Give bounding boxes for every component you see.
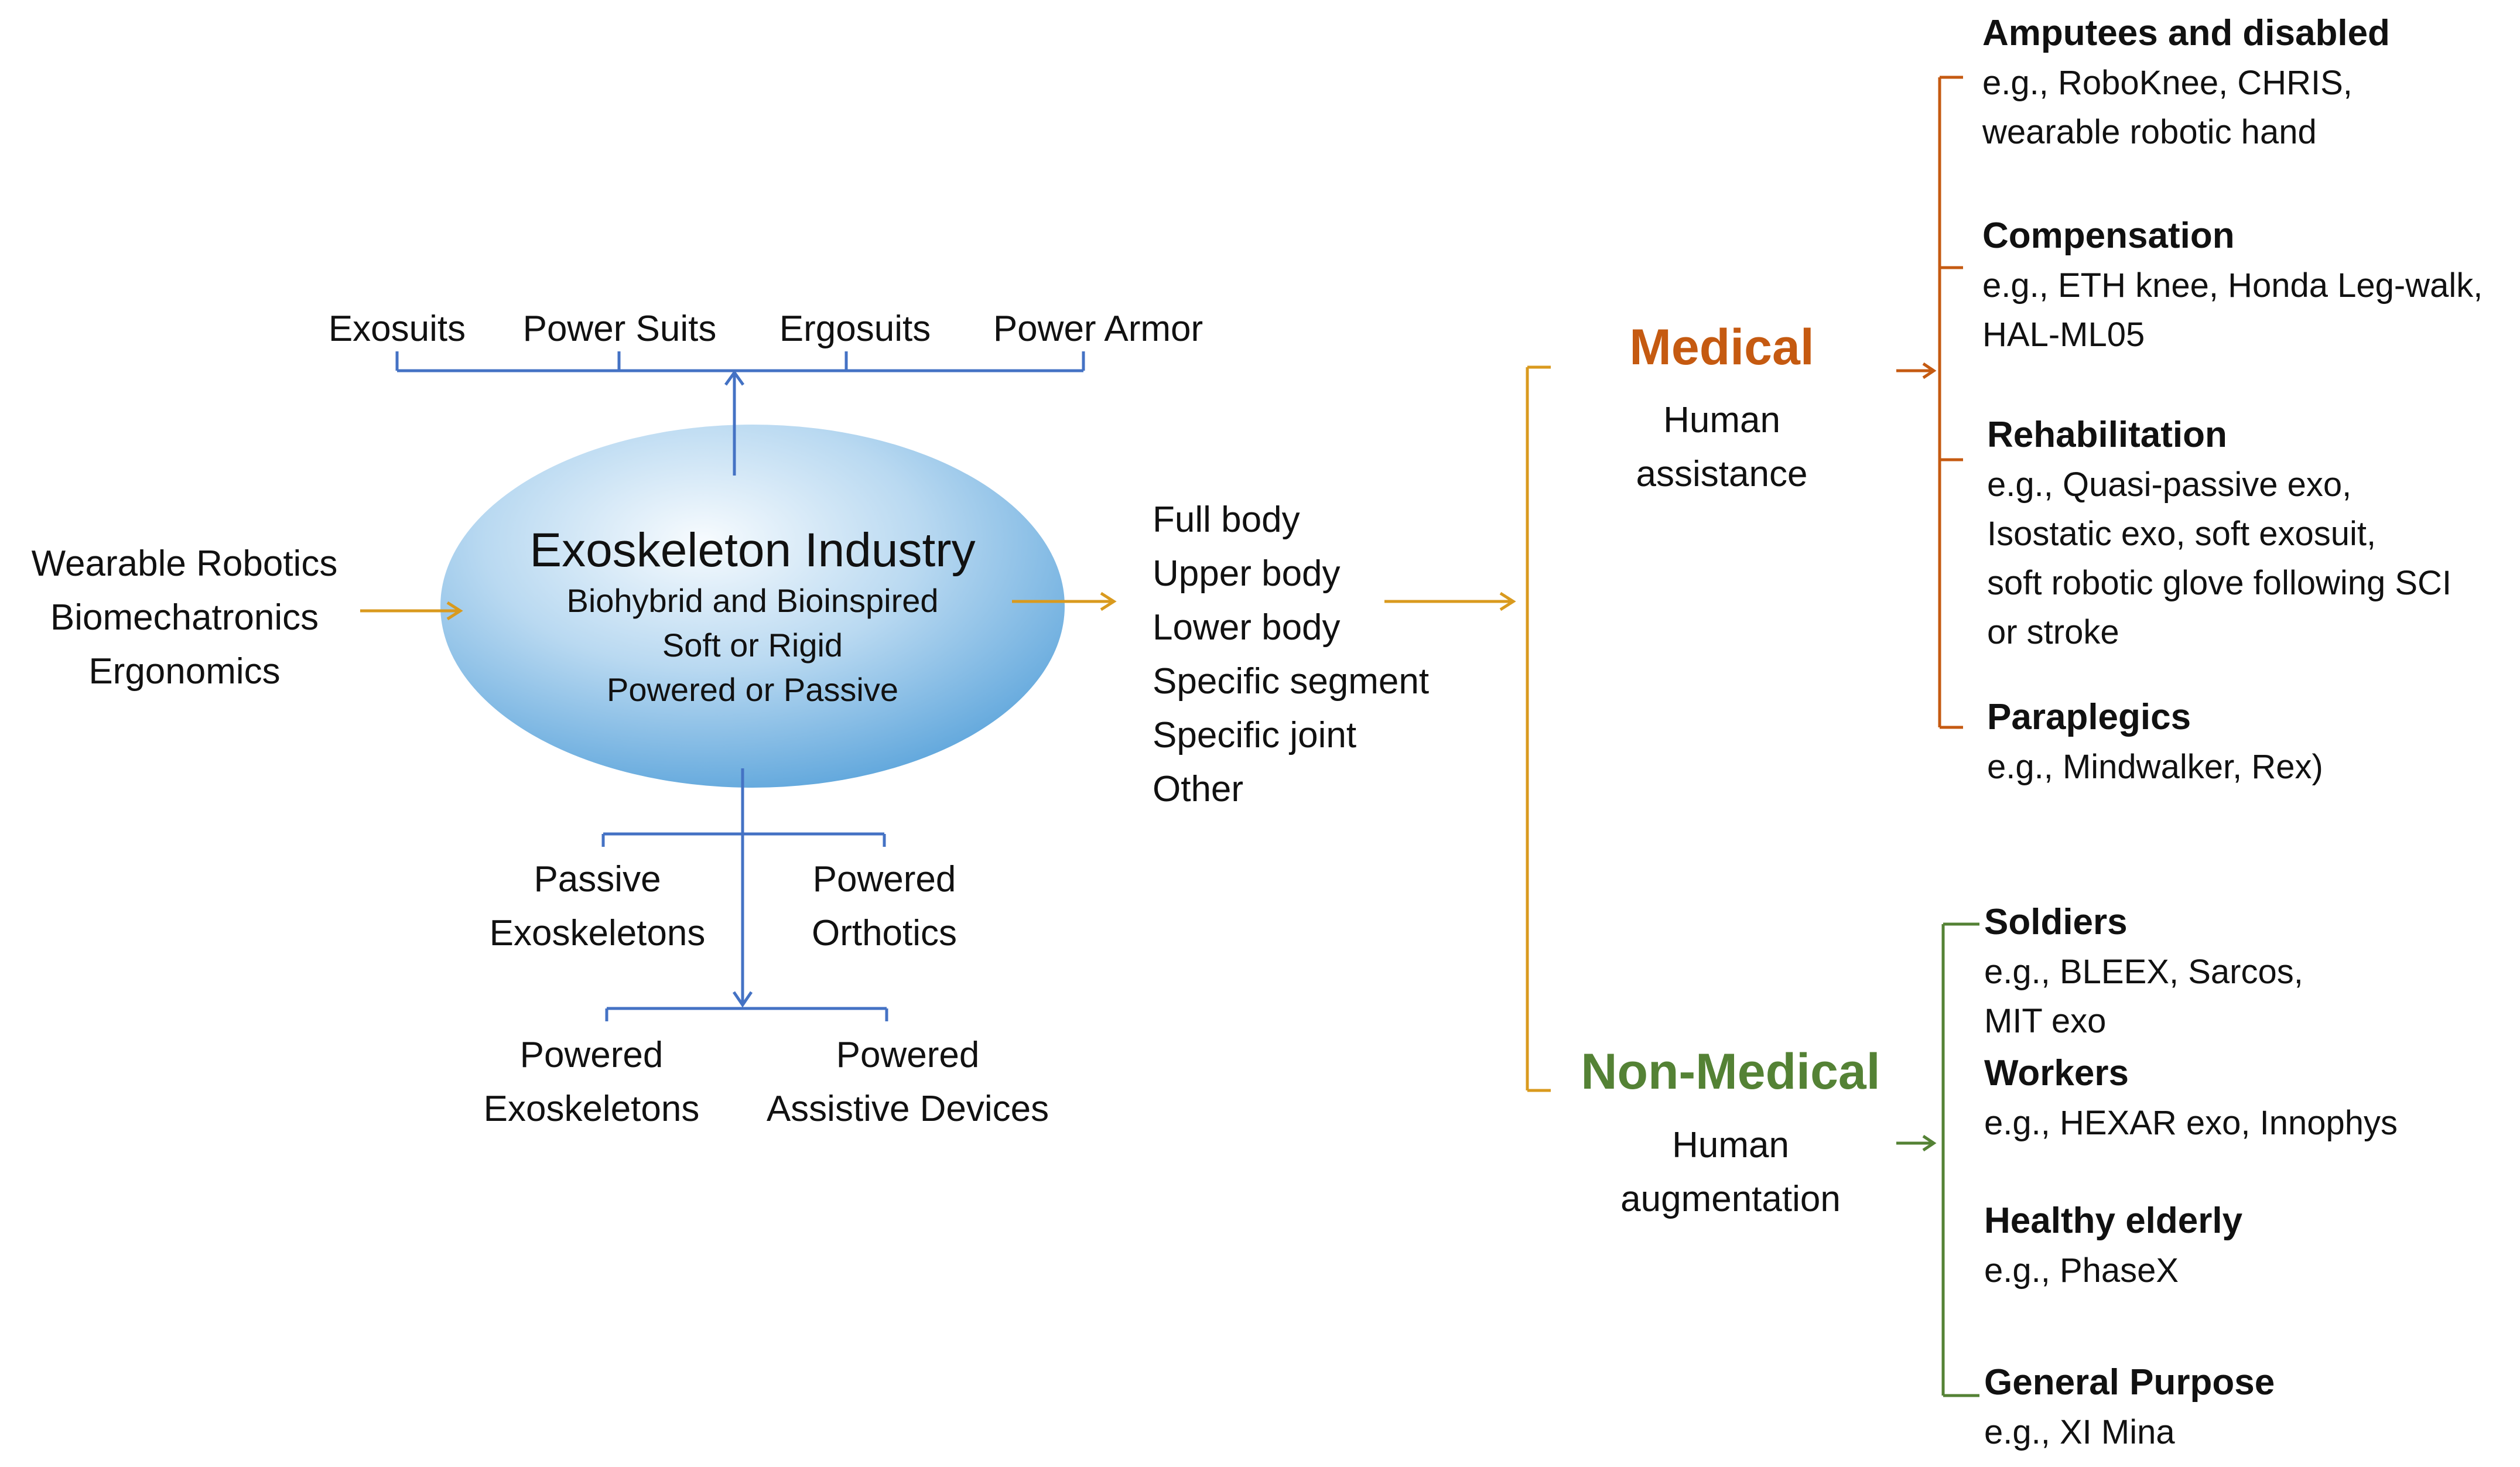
input-item: Ergonomics: [88, 651, 281, 692]
top-bracket: [395, 351, 1085, 372]
core-title: Exoskeleton Industry: [529, 524, 976, 577]
body-part: Lower body: [1153, 607, 1341, 648]
branch-powered-assistive-devices: Powered Assistive Devices: [766, 1035, 1049, 1129]
medical-arrow: [1896, 362, 1937, 379]
medical-category-rehabilitation: Rehabilitation e.g., Quasi-passive exo, …: [1987, 415, 2452, 651]
bottom-upper-bracket: [601, 832, 886, 847]
core-to-body-arrow: [1012, 591, 1117, 611]
body-parts-list: Full body Upper body Lower body Specific…: [1153, 493, 1457, 816]
nonmedical-category-workers: Workers e.g., HEXAR exo, Innophys: [1984, 1053, 2398, 1142]
branch-powered-orthotics: Powered Orthotics: [811, 859, 958, 953]
branch-powered-exoskeletons: Powered Exoskeletons: [483, 1035, 700, 1129]
body-part: Upper body: [1153, 553, 1341, 594]
body-part: Other: [1153, 769, 1244, 809]
medical-category-amputees: Amputees and disabled e.g., RoboKnee, CH…: [1982, 13, 2390, 151]
input-arrow: [360, 601, 463, 621]
input-disciplines: Wearable Robotics Biomechatronics Ergono…: [12, 537, 357, 699]
body-part: Full body: [1153, 500, 1300, 540]
nonmedical-arrow: [1896, 1134, 1937, 1152]
bottom-lower-bracket: [605, 1007, 888, 1021]
nonmedical-category-healthy-elderly: Healthy elderly e.g., PhaseX: [1984, 1201, 2243, 1290]
branch-power-suits: Power Suits: [522, 309, 717, 349]
branch-exosuits: Exosuits: [328, 309, 466, 349]
nonmedical-bracket: [1941, 922, 1979, 1397]
input-item: Wearable Robotics: [31, 543, 338, 584]
core-line: Soft or Rigid: [662, 627, 843, 664]
body-part: Specific segment: [1153, 661, 1430, 702]
core-text: Exoskeleton Industry Biohybrid and Bioin…: [445, 522, 1060, 712]
domain-bracket: [1526, 365, 1551, 1092]
nonmedical-subtitle: Human augmentation: [1620, 1125, 1841, 1219]
input-item: Biomechatronics: [50, 597, 319, 638]
branch-ergosuits: Ergosuits: [779, 309, 931, 349]
medical-category-compensation: Compensation e.g., ETH knee, Honda Leg-w…: [1982, 216, 2483, 354]
branch-passive-exoskeletons: Passive Exoskeletons: [489, 859, 706, 953]
core-ellipse: [440, 425, 1065, 788]
top-arrow: [724, 370, 745, 476]
nonmedical-category-general-purpose: General Purpose e.g., XI Mina: [1984, 1362, 2275, 1451]
branch-power-armor: Power Armor: [993, 309, 1203, 349]
bottom-arrow: [732, 768, 753, 1008]
core-line: Powered or Passive: [606, 671, 898, 708]
medical-bracket: [1938, 76, 1963, 729]
medical-category-paraplegics: Paraplegics e.g., Mindwalker, Rex): [1987, 697, 2323, 786]
body-to-bracket-arrow: [1384, 591, 1516, 611]
medical-title: Medical: [1629, 319, 1814, 375]
core-line: Biohybrid and Bioinspired: [566, 582, 939, 619]
body-part: Specific joint: [1153, 715, 1357, 755]
medical-subtitle: Human assistance: [1636, 400, 1808, 494]
nonmedical-title: Non-Medical: [1581, 1044, 1880, 1100]
nonmedical-category-soldiers: Soldiers e.g., BLEEX, Sarcos, MIT exo: [1984, 902, 2303, 1040]
